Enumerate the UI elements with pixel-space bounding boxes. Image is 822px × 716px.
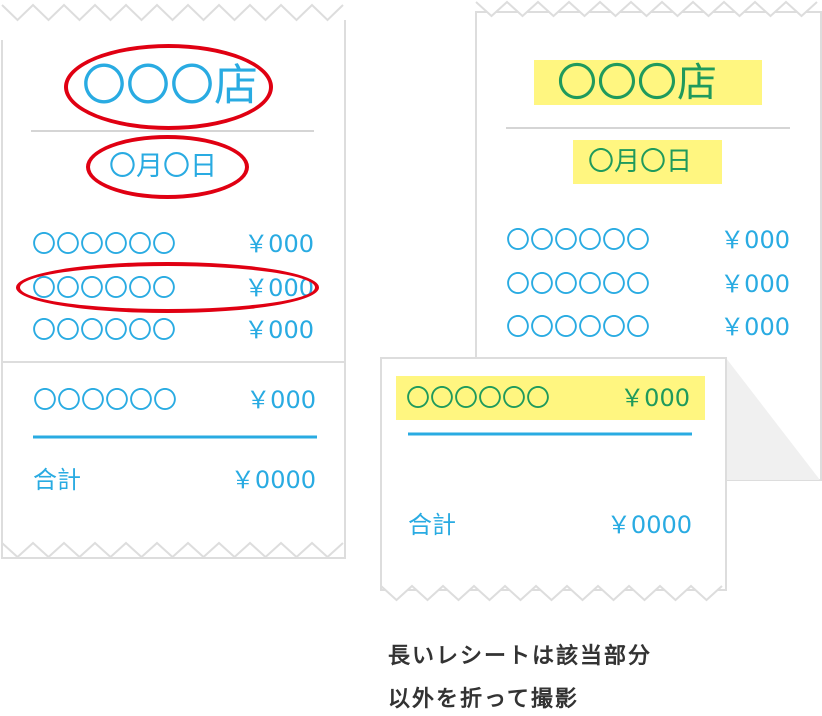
left-receipt-top-zigzag bbox=[1, 3, 344, 22]
right-receipt-bottom-zigzag bbox=[380, 584, 723, 602]
left-item-price: ￥000 bbox=[244, 316, 314, 344]
right-receipt-top-zigzag bbox=[475, 0, 818, 18]
right-item-price: ￥000 bbox=[720, 226, 790, 254]
highlight-date bbox=[573, 140, 722, 184]
right-item-price: ￥000 bbox=[720, 270, 790, 298]
right-item-name: 〇〇〇〇〇〇 bbox=[506, 226, 650, 254]
right-item-name: 〇〇〇〇〇〇 bbox=[506, 313, 650, 341]
left-item-price: ￥000 bbox=[246, 386, 316, 414]
left-total-label: 合計 bbox=[33, 466, 81, 494]
right-item-price: ￥000 bbox=[720, 313, 790, 341]
highlight-item bbox=[396, 376, 705, 420]
left-item-name: 〇〇〇〇〇〇 bbox=[32, 230, 176, 258]
right-total-label: 合計 bbox=[408, 511, 456, 539]
right-date: 〇月〇日 bbox=[588, 147, 693, 177]
right-item-name: 〇〇〇〇〇〇 bbox=[406, 384, 550, 412]
right-store-name: 〇〇〇店 bbox=[557, 60, 717, 106]
highlight-store bbox=[534, 60, 762, 105]
red-circle-store bbox=[64, 44, 273, 130]
fold-shadow bbox=[726, 358, 820, 480]
right-total-price: ￥0000 bbox=[606, 511, 692, 539]
left-item-price: ￥000 bbox=[244, 230, 314, 258]
left-item-name: 〇〇〇〇〇〇 bbox=[32, 316, 176, 344]
right-item-price: ￥000 bbox=[620, 384, 690, 412]
red-circle-item bbox=[16, 262, 319, 313]
left-receipt-bottom-zigzag bbox=[1, 541, 344, 559]
right-item-name: 〇〇〇〇〇〇 bbox=[506, 270, 650, 298]
left-total-price: ￥0000 bbox=[230, 466, 316, 494]
caption-line-2: 以外を折って撮影 bbox=[388, 687, 579, 712]
left-item-name: 〇〇〇〇〇〇 bbox=[33, 386, 177, 414]
caption-line-1: 長いレシートは該当部分 bbox=[388, 644, 653, 669]
red-circle-date bbox=[86, 135, 249, 199]
